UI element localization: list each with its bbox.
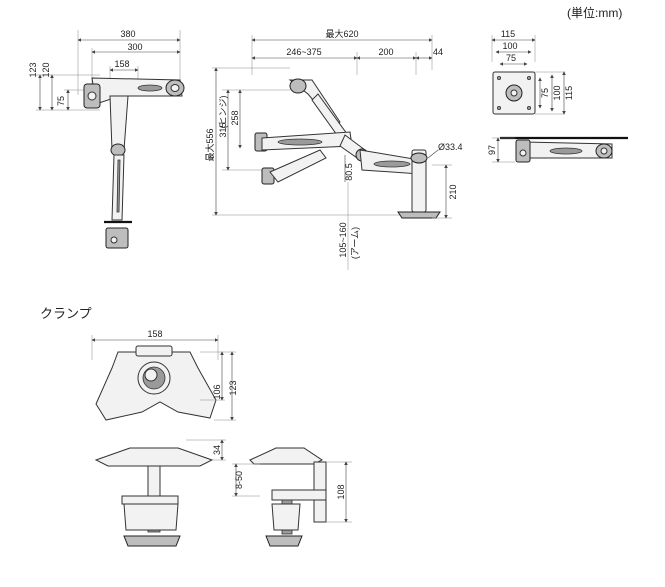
dim-max620: 最大620	[325, 28, 358, 39]
clamp-title: クランプ	[40, 306, 92, 321]
clamp-side-view: 8-50 108	[232, 447, 352, 547]
dim-246-375: 246~375	[286, 47, 321, 57]
vesa-dim-115-side: 115	[564, 86, 574, 100]
dim-158: 158	[114, 59, 129, 69]
arm-side-view: 最大620 246~375 200 44 最大556 315 (ヒンジ) 258	[204, 28, 463, 270]
clamp-dim-158: 158	[147, 329, 162, 339]
dim-123: 123	[28, 62, 38, 77]
vesa-dim-100-side: 100	[552, 85, 562, 100]
dim-105-160: 105~160	[338, 222, 348, 257]
dim-300: 300	[127, 42, 142, 52]
dim-200: 200	[378, 47, 393, 57]
unit-label: (単位:mm)	[567, 5, 622, 20]
dim-380: 380	[120, 29, 135, 39]
clamp-dim-106: 106	[212, 384, 222, 399]
dim-75: 75	[56, 96, 66, 106]
vesa-dim-100-top: 100	[502, 41, 517, 51]
clamp-dim-8-50: 8-50	[234, 471, 244, 489]
vesa-dim-75-side: 75	[540, 88, 550, 98]
dim-44: 44	[433, 47, 443, 57]
dim-max556: 最大556	[204, 128, 215, 161]
clamp-dim-123: 123	[228, 380, 238, 395]
vesa-plate-view: 115 100 75 75 100 115	[491, 29, 574, 115]
arm-top-view: 380 300 158 123 120 75	[28, 29, 185, 249]
dim-arm-note: (アーム)	[350, 227, 360, 259]
clamp-top-view: 158 106 123	[91, 329, 238, 421]
dim-80-5: 80.5	[344, 163, 354, 181]
dim-97: 97	[487, 145, 497, 155]
dim-210: 210	[448, 184, 458, 199]
clamp-dim-108: 108	[336, 484, 346, 499]
clamp-front-view: 34	[94, 439, 226, 547]
vesa-dim-75-top: 75	[506, 53, 516, 63]
dim-phi33-4: Ø33.4	[438, 142, 463, 152]
vesa-dim-115-top: 115	[501, 29, 515, 39]
arm-under-desk-view: 97	[487, 136, 628, 163]
dim-120: 120	[41, 62, 51, 77]
dim-315: 315	[218, 122, 228, 137]
dim-hinge-note: (ヒンジ)	[218, 96, 228, 129]
dim-258: 258	[230, 110, 240, 125]
clamp-dim-34: 34	[212, 445, 222, 455]
